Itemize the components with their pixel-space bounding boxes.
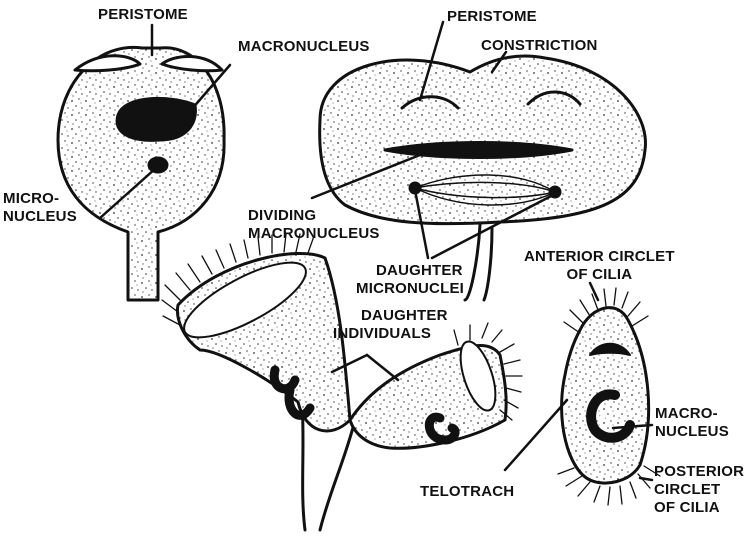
body-outline: [320, 56, 646, 224]
pointer-posterior-cilia: [640, 478, 652, 480]
label-daughter-micronuclei: DAUGHTER MICRONUCLEI: [356, 262, 464, 298]
label-individuals-line1: DAUGHTER: [333, 307, 448, 325]
label-micro-nucleus-line2: NUCLEUS: [3, 208, 77, 226]
telotroch: [505, 283, 660, 505]
label-peristome-left: PERISTOME: [98, 6, 188, 24]
body-outline: [58, 47, 224, 300]
label-posterior-line2: CIRCLET: [654, 481, 744, 499]
stalk: [465, 225, 492, 300]
label-anterior-line1: ANTERIOR CIRCLET: [524, 248, 675, 266]
micronucleus: [149, 158, 167, 172]
label-dividing-line2: MACRONUCLEUS: [248, 225, 380, 243]
label-posterior-line3: OF CILIA: [654, 499, 744, 517]
label-constriction: CONSTRICTION: [481, 37, 598, 55]
label-posterior-line1: POSTERIOR: [654, 463, 744, 481]
telotroch-micronucleus: [599, 415, 605, 421]
right-micronucleus: [437, 425, 443, 431]
label-micro-nucleus-line1: MICRO-: [3, 190, 77, 208]
label-macro-nucleus: MACRO- NUCLEUS: [655, 405, 729, 441]
label-anterior-line2: OF CILIA: [524, 266, 675, 284]
pointer-daughter-right: [367, 355, 398, 380]
label-dividing-line1: DIVIDING: [248, 207, 380, 225]
label-dividing-macronucleus: DIVIDING MACRONUCLEUS: [248, 207, 380, 243]
label-posterior-circlet: POSTERIOR CIRCLET OF CILIA: [654, 463, 744, 517]
pointer-telotrach: [505, 400, 567, 470]
label-individuals-line2: INDIVIDUALS: [333, 325, 448, 343]
label-anterior-circlet: ANTERIOR CIRCLET OF CILIA: [524, 248, 675, 284]
dividing-macronucleus: [385, 143, 572, 158]
label-macro-line2: NUCLEUS: [655, 423, 729, 441]
label-micronuclei-line2: MICRONUCLEI: [356, 280, 464, 298]
label-macronucleus: MACRONUCLEUS: [238, 38, 370, 56]
label-telotrach: TELOTRACH: [420, 483, 514, 501]
label-daughter-individuals: DAUGHTER INDIVIDUALS: [333, 307, 448, 343]
label-macro-line1: MACRO-: [655, 405, 729, 423]
label-peristome-right: PERISTOME: [447, 8, 537, 26]
label-micronuclei-line1: DAUGHTER: [356, 262, 464, 280]
pointer-anterior-cilia: [590, 283, 598, 300]
label-micro-nucleus: MICRO- NUCLEUS: [3, 190, 77, 226]
